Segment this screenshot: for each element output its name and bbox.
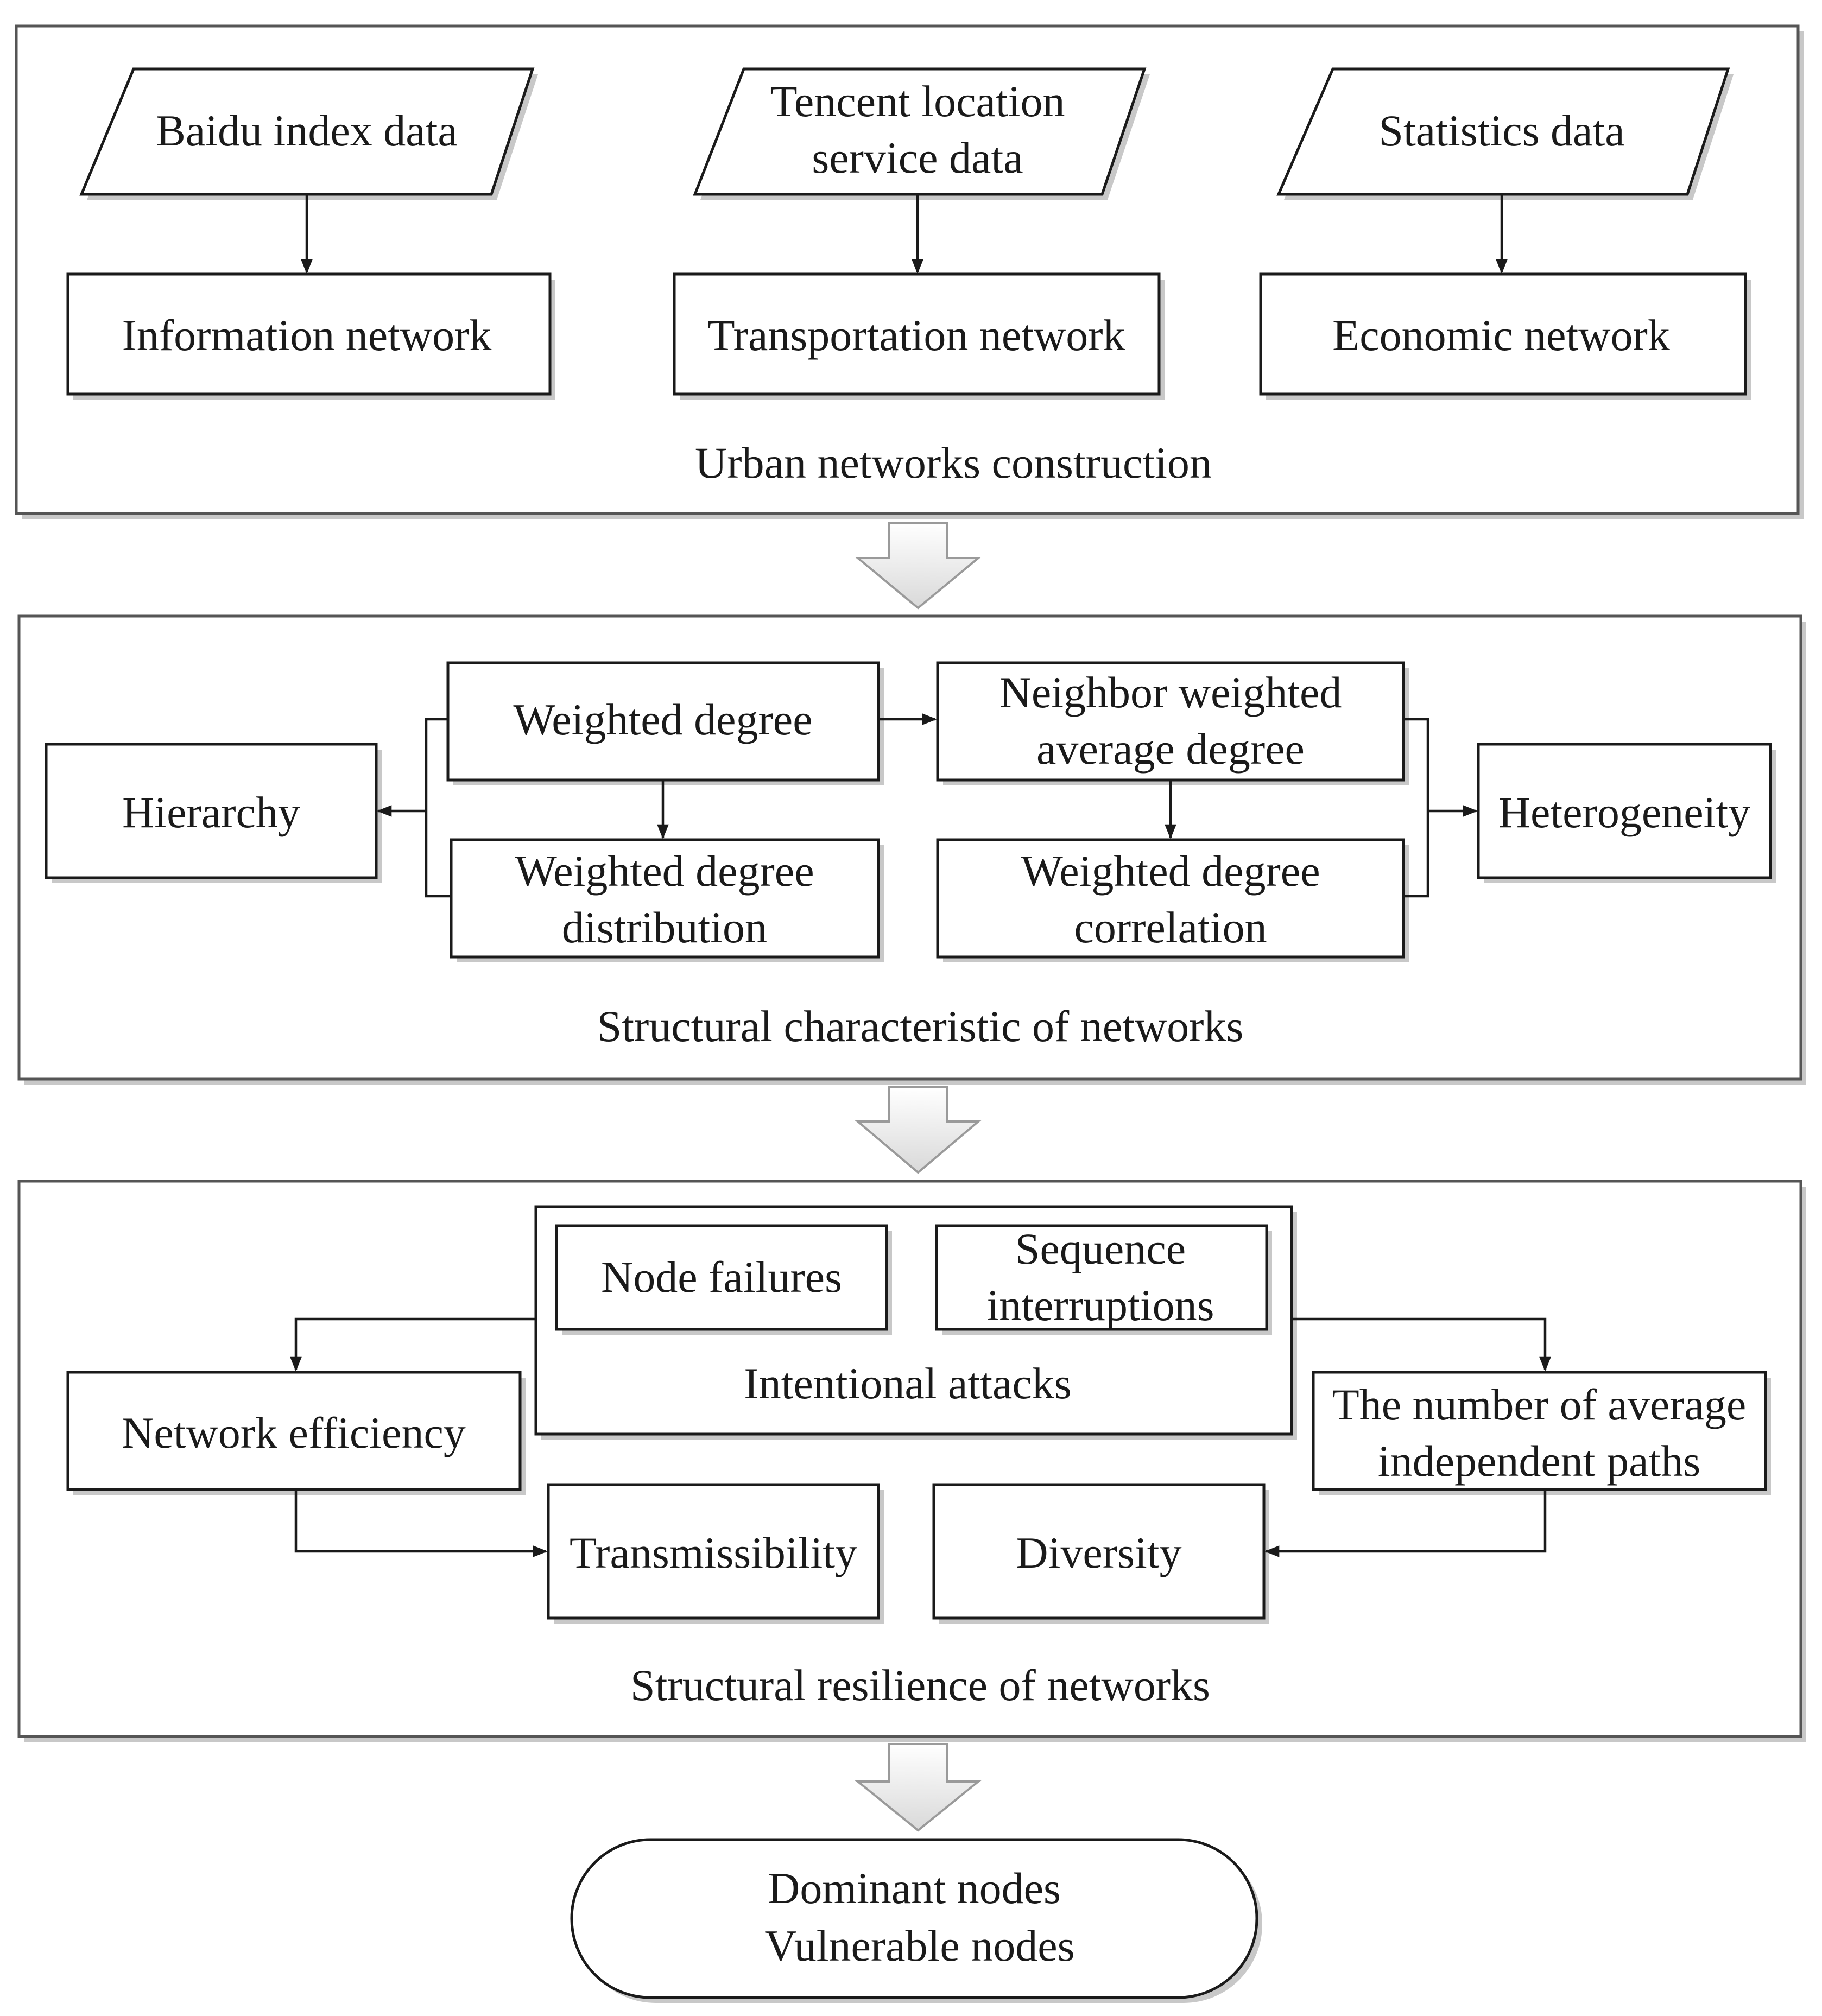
svg-text:The number of average: The number of average	[1332, 1380, 1747, 1429]
svg-text:Network efficiency: Network efficiency	[122, 1408, 466, 1457]
weighted-degree-distribution-box: Weighted degree distribution	[450, 838, 884, 962]
connector-efficiency-to-transmissibility	[294, 1489, 548, 1557]
svg-text:Hierarchy: Hierarchy	[122, 788, 300, 837]
svg-text:Intentional attacks: Intentional attacks	[744, 1359, 1071, 1408]
outcome-vulnerable-nodes: Vulnerable nodes	[764, 1921, 1074, 1970]
svg-text:Weighted degree: Weighted degree	[515, 846, 814, 896]
svg-text:Weighted degree: Weighted degree	[513, 695, 812, 744]
section-structural-characteristic: Hierarchy Weighted degree Weighted degre…	[17, 614, 1806, 1085]
source-statistics-data: Statistics data	[1276, 67, 1734, 200]
network-efficiency-box: Network efficiency	[66, 1371, 526, 1495]
weighted-degree-box: Weighted degree	[446, 661, 884, 785]
bracket-to-hierarchy	[425, 718, 451, 898]
information-network-box: Information network	[66, 272, 555, 400]
sequence-interruptions-box: Sequence interruptions	[935, 1224, 1272, 1335]
source-tencent-location-service-data: Tencent location service data	[693, 67, 1150, 200]
svg-text:Information network: Information network	[122, 310, 492, 360]
bracket-to-heterogeneity	[1403, 718, 1429, 898]
svg-text:Node failures: Node failures	[601, 1252, 842, 1302]
svg-text:service data: service data	[812, 133, 1023, 182]
flow-arrow-3	[855, 1743, 982, 1832]
svg-text:Weighted degree: Weighted degree	[1021, 846, 1320, 896]
section-title-structural: Structural characteristic of networks	[597, 1001, 1244, 1051]
average-independent-paths-box: The number of average independent paths	[1312, 1371, 1771, 1495]
svg-text:correlation: correlation	[1074, 903, 1267, 952]
svg-text:interruptions: interruptions	[986, 1280, 1214, 1330]
diversity-box: Diversity	[932, 1483, 1269, 1624]
economic-network-box: Economic network	[1259, 272, 1751, 400]
svg-text:Neighbor weighted: Neighbor weighted	[999, 668, 1342, 717]
connector-attacks-to-efficiency	[290, 1317, 536, 1372]
section-title-resilience: Structural resilience of networks	[630, 1660, 1210, 1710]
section-title-construction: Urban networks construction	[695, 438, 1212, 487]
flow-arrow-1	[855, 522, 982, 610]
svg-text:average degree: average degree	[1036, 724, 1305, 774]
weighted-degree-correlation-box: Weighted degree correlation	[936, 838, 1409, 962]
section-urban-networks-construction: Baidu index data Tencent location servic…	[15, 24, 1804, 519]
transportation-network-box: Transportation network	[673, 272, 1165, 400]
connector-paths-to-diversity	[1264, 1489, 1547, 1557]
svg-text:Tencent location: Tencent location	[770, 77, 1065, 126]
svg-text:independent paths: independent paths	[1378, 1436, 1700, 1486]
svg-text:Baidu index data: Baidu index data	[156, 106, 458, 155]
outcome-dominant-nodes: Dominant nodes	[768, 1863, 1061, 1913]
section-structural-resilience: Intentional attacks Node failures Sequen…	[17, 1180, 1806, 1742]
svg-text:Transportation network: Transportation network	[707, 310, 1125, 360]
svg-text:Statistics data: Statistics data	[1378, 106, 1624, 155]
transmissibility-box: Transmissibility	[547, 1483, 884, 1624]
source-baidu-index-data: Baidu index data	[79, 67, 538, 200]
svg-text:Heterogeneity: Heterogeneity	[1498, 788, 1750, 837]
node-failures-box: Node failures	[555, 1224, 892, 1335]
svg-text:Transmissibility: Transmissibility	[570, 1528, 857, 1577]
flow-arrow-2	[855, 1086, 982, 1174]
hierarchy-box: Hierarchy	[45, 743, 382, 883]
heterogeneity-box: Heterogeneity	[1477, 743, 1776, 883]
outcome-terminal: Dominant nodes Vulnerable nodes	[570, 1838, 1262, 2003]
svg-text:Sequence: Sequence	[1015, 1224, 1186, 1273]
connector-attacks-to-paths	[1292, 1317, 1551, 1372]
neighbor-weighted-average-degree-box: Neighbor weighted average degree	[936, 661, 1409, 785]
svg-text:Diversity: Diversity	[1016, 1528, 1181, 1577]
svg-text:distribution: distribution	[562, 903, 767, 952]
svg-text:Economic network: Economic network	[1332, 310, 1670, 360]
